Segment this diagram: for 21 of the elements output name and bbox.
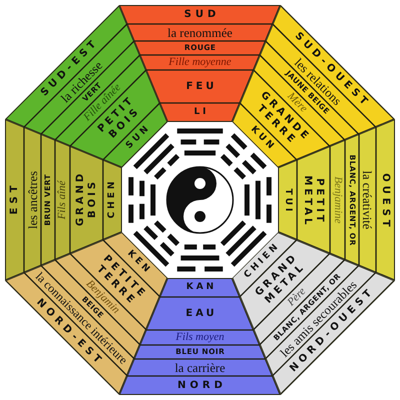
family-role-text: Fille moyenne — [168, 56, 232, 69]
direction-name: OUEST — [380, 172, 392, 231]
direction-name: NORD — [176, 380, 226, 392]
element-name: EAU — [184, 308, 218, 320]
family-role-text: Fils moyen — [176, 331, 224, 344]
trigram-name: CHEN — [107, 178, 118, 220]
trigram-name: KAN — [185, 282, 217, 293]
trigram-name: LI — [192, 107, 210, 118]
direction-name: SUD — [183, 8, 220, 20]
family-role-text: Fils aîné — [56, 180, 69, 220]
element-name: GRAND BOIS — [75, 170, 98, 228]
direction-name: EST — [8, 182, 20, 216]
trigram-name: TUI — [282, 188, 293, 214]
life-area-text: les ancêtres — [26, 171, 40, 229]
life-area-text: la carrière — [174, 360, 226, 374]
element-name: FEU — [185, 80, 217, 92]
element-name: PETIT METAL — [302, 174, 325, 228]
family-role-text: Benjamine — [331, 176, 344, 224]
bagua-sector — [232, 232, 395, 395]
life-area-text: la créativité — [360, 170, 374, 230]
life-area-text: la renommée — [168, 26, 232, 40]
